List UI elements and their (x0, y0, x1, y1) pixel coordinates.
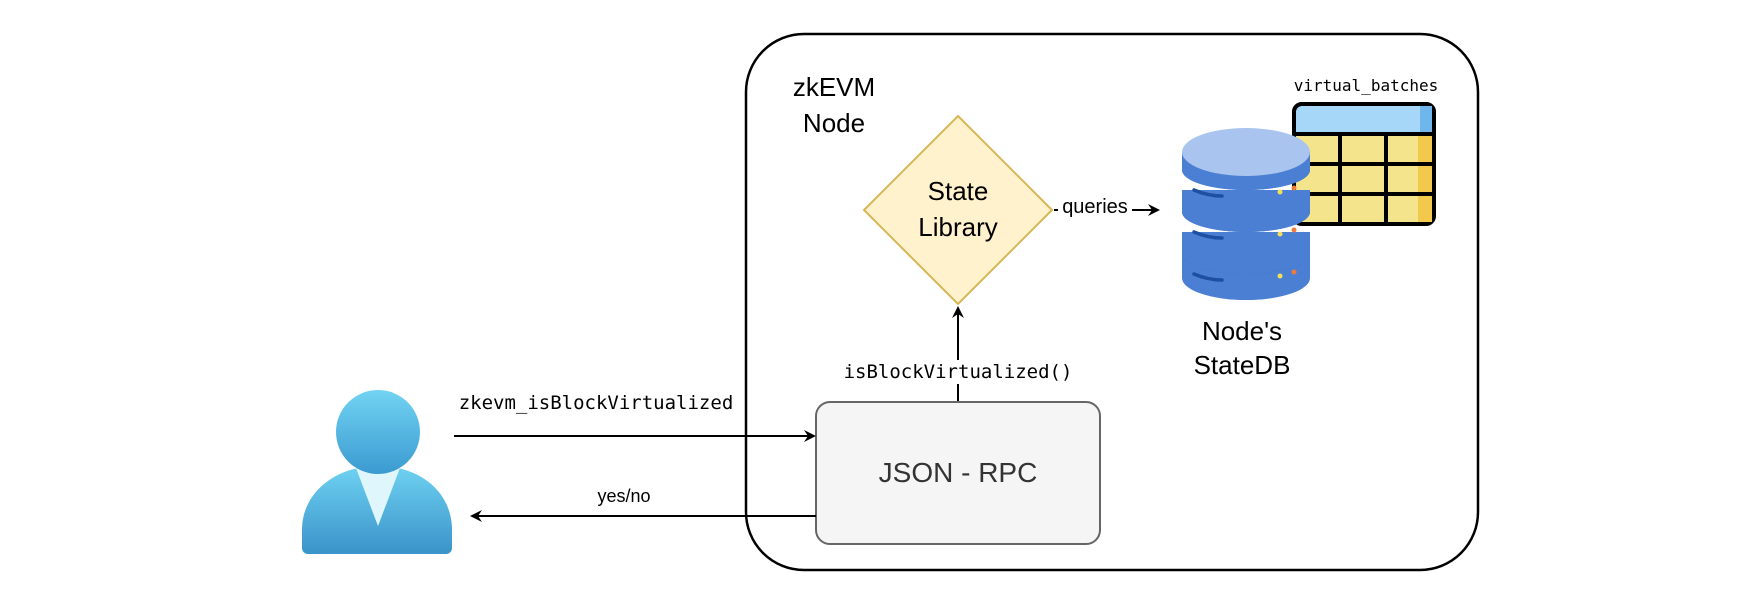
queries-edge: queries (1054, 194, 1160, 218)
request-edge: zkevm_isBlockVirtualized (454, 392, 816, 442)
isblockvirtualized-edge: isBlockVirtualized() (844, 306, 1073, 402)
table-icon: virtual_batches (1292, 76, 1439, 226)
request-label: zkevm_isBlockVirtualized (459, 392, 734, 414)
user-icon (302, 390, 452, 554)
table-name-label: virtual_batches (1294, 76, 1439, 95)
json-rpc-node: JSON - RPC (815, 401, 1101, 545)
statedb-label-line2: StateDB (1194, 350, 1291, 380)
response-edge: yes/no (470, 486, 816, 522)
state-library-node: State Library (862, 114, 1054, 306)
container-title-line2: Node (803, 108, 865, 138)
queries-label: queries (1062, 196, 1128, 218)
container-title-line1: zkEVM (793, 72, 875, 102)
database-icon (1182, 128, 1310, 300)
response-label: yes/no (597, 486, 650, 506)
isblockvirtualized-label: isBlockVirtualized() (844, 361, 1073, 383)
state-library-label-line1: State (928, 176, 989, 206)
statedb-label-line1: Node's (1202, 316, 1282, 346)
json-rpc-label: JSON - RPC (879, 457, 1038, 488)
state-library-label-line2: Library (918, 212, 997, 242)
